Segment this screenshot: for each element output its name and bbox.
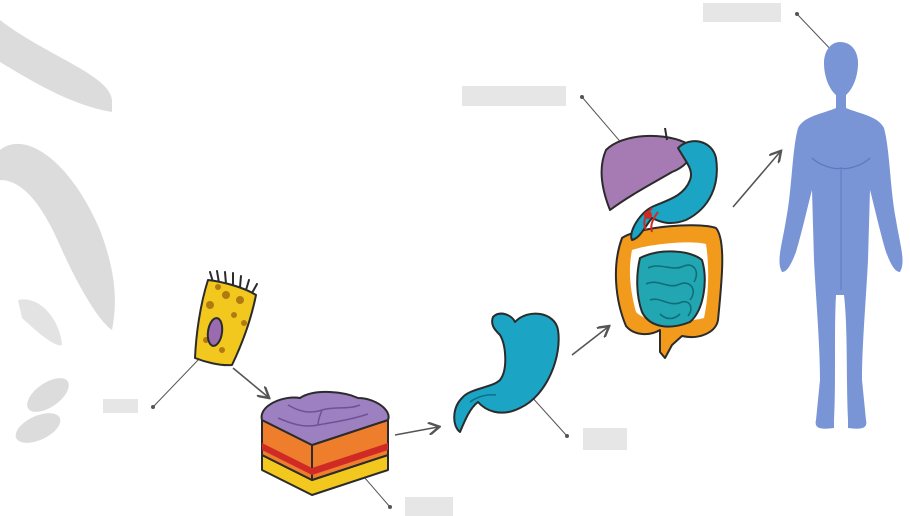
label-organism: [703, 3, 781, 22]
human-body-icon: [779, 42, 902, 429]
digestive-system-icon: [602, 128, 723, 358]
stomach-icon: [454, 314, 558, 432]
tissue-icon: [262, 392, 389, 495]
label-organ: [583, 428, 627, 450]
label-cell: [103, 399, 138, 413]
label-organ-system: [462, 86, 566, 106]
watermark: [0, 20, 115, 449]
cell-icon: [195, 271, 257, 365]
label-tissue: [405, 497, 453, 516]
